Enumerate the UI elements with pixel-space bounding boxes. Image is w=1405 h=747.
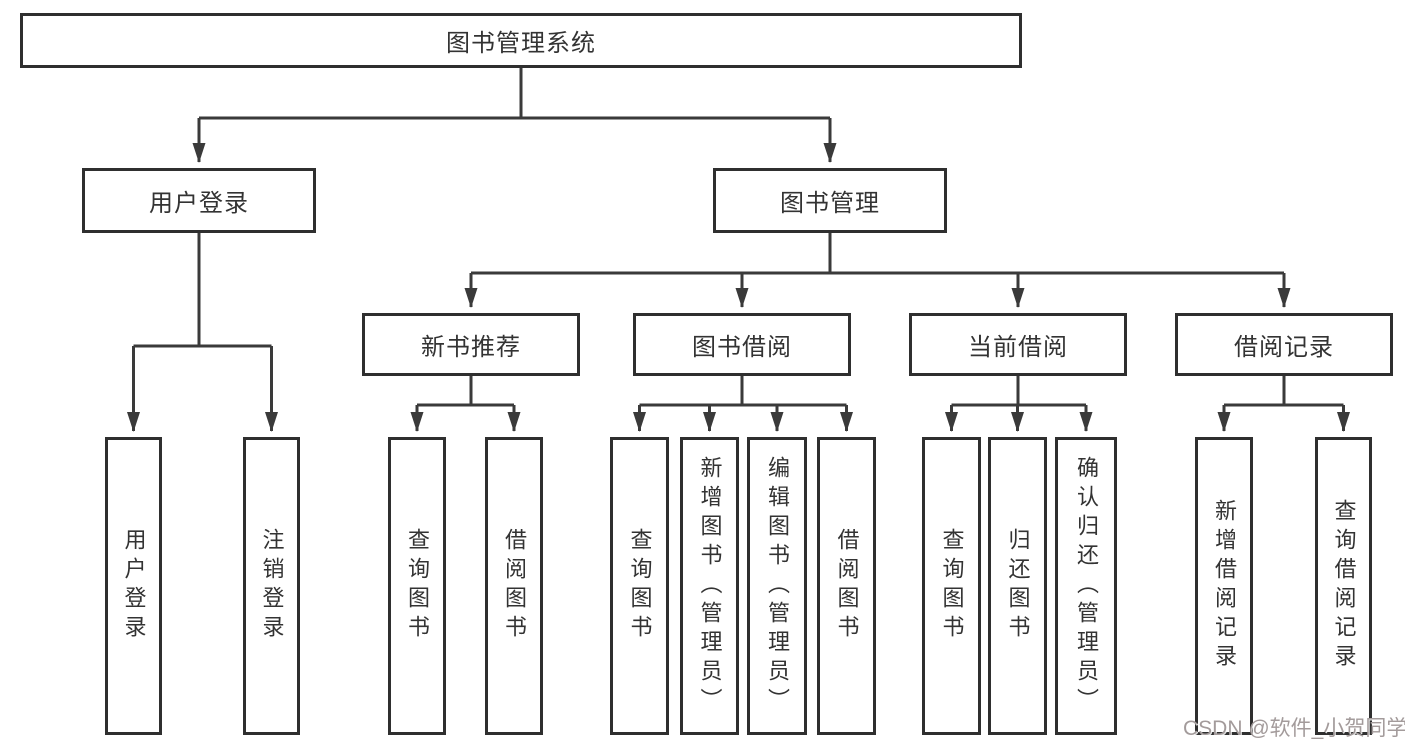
leaf-label: 注销登录 bbox=[259, 528, 285, 644]
leaf-query-books-borrow: 查询图书 bbox=[610, 437, 669, 735]
node-book-borrow: 图书借阅 bbox=[633, 313, 851, 376]
leaf-label: 查询图书 bbox=[627, 528, 653, 644]
node-label: 图书管理系统 bbox=[446, 30, 596, 57]
leaf-logout: 注销登录 bbox=[243, 437, 300, 735]
leaf-borrow-books-recommend: 借阅图书 bbox=[485, 437, 543, 735]
leaf-add-borrow-record: 新增借阅记录 bbox=[1195, 437, 1253, 735]
csdn-watermark: CSDN @软件_小贺同学 bbox=[1183, 717, 1405, 740]
leaf-return-books: 归还图书 bbox=[988, 437, 1047, 735]
node-borrow-records: 借阅记录 bbox=[1175, 313, 1393, 376]
leaf-label: 新增图书（管理员） bbox=[697, 455, 723, 717]
leaf-label: 用户登录 bbox=[121, 528, 147, 644]
node-label: 当前借阅 bbox=[968, 334, 1068, 361]
node-label: 新书推荐 bbox=[421, 334, 521, 361]
connector-trunks bbox=[133, 68, 1344, 407]
leaf-label: 查询图书 bbox=[939, 528, 965, 644]
node-label: 用户登录 bbox=[149, 190, 249, 217]
node-label: 借阅记录 bbox=[1234, 334, 1334, 361]
node-new-book-recommend: 新书推荐 bbox=[362, 313, 580, 376]
leaf-query-books-current: 查询图书 bbox=[922, 437, 981, 735]
node-current-borrow: 当前借阅 bbox=[909, 313, 1127, 376]
node-label: 图书管理 bbox=[780, 190, 880, 217]
connector-arrows bbox=[127, 118, 1350, 432]
leaf-confirm-return-admin: 确认归还（管理员） bbox=[1055, 437, 1117, 735]
leaf-label: 借阅图书 bbox=[502, 528, 527, 644]
leaf-label: 编辑图书（管理员） bbox=[765, 455, 790, 717]
node-user-login: 用户登录 bbox=[82, 168, 316, 233]
leaf-edit-books-admin: 编辑图书（管理员） bbox=[747, 437, 807, 735]
leaf-label: 查询图书 bbox=[405, 528, 430, 644]
leaf-query-borrow-record: 查询借阅记录 bbox=[1315, 437, 1372, 735]
leaf-label: 借阅图书 bbox=[834, 528, 860, 644]
leaf-query-books-recommend: 查询图书 bbox=[388, 437, 446, 735]
leaf-label: 查询借阅记录 bbox=[1331, 499, 1357, 673]
leaf-label: 归还图书 bbox=[1005, 528, 1031, 644]
leaf-label: 确认归还（管理员） bbox=[1074, 455, 1099, 717]
leaf-add-books-admin: 新增图书（管理员） bbox=[680, 437, 739, 735]
node-library-system: 图书管理系统 bbox=[20, 13, 1022, 68]
leaf-borrow-books: 借阅图书 bbox=[817, 437, 876, 735]
leaf-user-login: 用户登录 bbox=[105, 437, 162, 735]
node-label: 图书借阅 bbox=[692, 334, 792, 361]
node-book-management: 图书管理 bbox=[713, 168, 947, 233]
leaf-label: 新增借阅记录 bbox=[1212, 499, 1237, 673]
